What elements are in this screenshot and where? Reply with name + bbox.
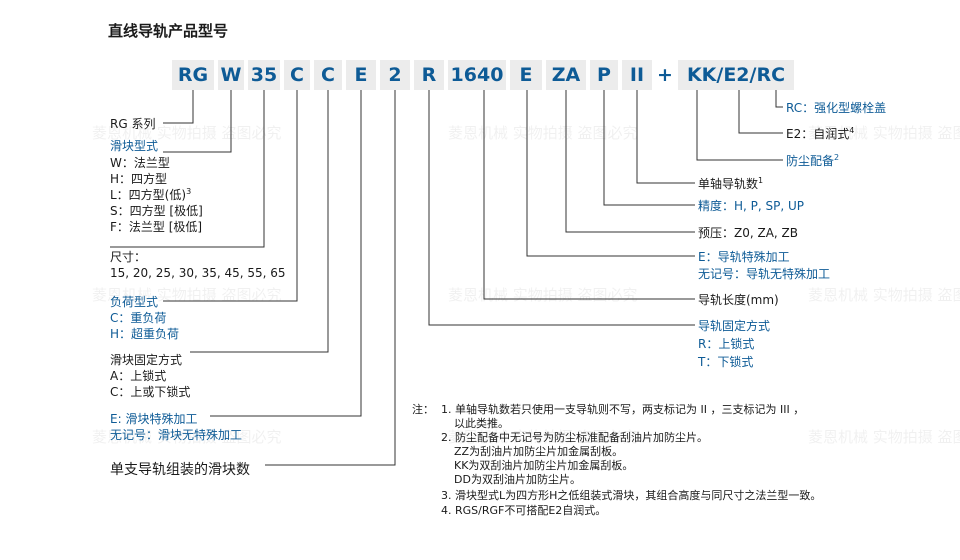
rail-special-label: E：导轨特殊加工 [698, 250, 790, 264]
dust-label: 防尘配备2 [786, 153, 840, 169]
rail-special-none-label: 无记号：导轨无特殊加工 [698, 267, 831, 281]
footnote-ref: 4 [849, 126, 855, 135]
line-dust [696, 90, 783, 161]
line-rail-mount [428, 90, 695, 326]
series-label: RG 系列 [110, 117, 156, 131]
rc-label: RC：强化型螺栓盖 [786, 101, 887, 115]
code-part-rail-mount: R [414, 60, 444, 90]
line-block-count [265, 90, 396, 466]
code-part-block-special: E [346, 60, 376, 90]
watermark: 菱恩机械 实物拍摄 盗图必究 [448, 428, 638, 446]
note-line: 2. 防尘配备中无记号为防尘标准配备刮油片加防尘片。 [441, 431, 708, 444]
notes-label: 注： [412, 403, 434, 416]
note-line: DD为双刮油片加防尘片。 [454, 473, 581, 486]
block-type-item: H：四方型 [110, 172, 168, 186]
line-series [163, 90, 194, 124]
size-values: 15, 20, 25, 30, 35, 45, 55, 65 [110, 266, 286, 280]
line-block-special [210, 90, 362, 417]
block-type-item: F：法兰型 [极低] [110, 220, 203, 234]
line-block-type [163, 90, 232, 153]
load-item: C：重负荷 [110, 311, 167, 325]
rail-mount-item: T：下锁式 [698, 355, 754, 369]
watermark: 菱恩机械 实物拍摄 盗图必究 [92, 124, 282, 142]
line-precision [603, 90, 695, 206]
line-preload [565, 90, 695, 233]
note-line: KK为双刮油片加防尘片加金属刮板。 [454, 459, 634, 472]
footnote-ref: 2 [834, 153, 840, 162]
watermark: 菱恩机械 实物拍摄 盗图必究 [808, 286, 960, 304]
line-rail-count [636, 90, 695, 184]
rail-mount-item: R：上锁式 [698, 337, 755, 351]
code-part-series: RG [172, 60, 214, 90]
code-part-length: 1640 [448, 60, 506, 90]
note-line: 4. RGS/RGF不可搭配E2自润式。 [441, 504, 607, 517]
block-type-item: S：四方型 [极低] [110, 204, 203, 218]
size-heading: 尺寸： [110, 250, 147, 264]
code-part-mount: C [314, 60, 342, 90]
line-length [483, 90, 695, 300]
code-part-preload: ZA [546, 60, 586, 90]
block-special-none-label: 无记号：滑块无特殊加工 [110, 428, 243, 442]
line-size [110, 90, 265, 248]
watermark: 菱恩机械 实物拍摄 盗图必究 [808, 428, 960, 446]
block-count-label: 单支导轨组装的滑块数 [110, 462, 250, 478]
watermark: 菱恩机械 实物拍摄 盗图必究 [92, 286, 282, 304]
code-part-size: 35 [248, 60, 280, 90]
line-rail-special [526, 90, 695, 257]
watermark: 菱恩机械 实物拍摄 盗图必究 [808, 124, 960, 142]
load-heading: 负荷型式 [110, 295, 159, 309]
code-part-rail-count: II [622, 60, 652, 90]
note-line: ZZ为刮油片加防尘片加金属刮板。 [454, 445, 624, 458]
length-label: 导轨长度(mm) [698, 293, 779, 307]
e2-label: E2：自润式4 [786, 126, 855, 142]
rail-mount-heading: 导轨固定方式 [698, 319, 771, 333]
line-e2 [738, 90, 783, 134]
code-part-block-count: 2 [380, 60, 410, 90]
code-part-load: C [284, 60, 310, 90]
mount-heading: 滑块固定方式 [110, 353, 183, 367]
mount-item: C：上或下锁式 [110, 385, 191, 399]
line-rc [775, 90, 783, 108]
mount-item: A：上锁式 [110, 369, 167, 383]
code-part-precision: P [590, 60, 618, 90]
block-special-label: E: 滑块特殊加工 [110, 412, 198, 426]
load-item: H：超重负荷 [110, 327, 180, 341]
block-type-heading: 滑块型式 [110, 139, 159, 153]
watermark: 菱恩机械 实物拍摄 盗图必究 [92, 428, 282, 446]
preload-label: 预压：Z0, ZA, ZB [698, 226, 798, 240]
watermark: 菱恩机械 实物拍摄 盗图必究 [448, 124, 638, 142]
line-load [163, 90, 298, 302]
note-line: 以此类推。 [454, 417, 509, 430]
note-line: 1. 单轴导轨数若只使用一支导轨则不写，两支标记为 II ，三支标记为 III … [441, 403, 805, 416]
block-type-item: W：法兰型 [110, 156, 170, 170]
block-type-item: L：四方型(低)3 [110, 187, 192, 203]
rail-count-label: 单轴导轨数1 [698, 176, 764, 192]
line-mount [190, 90, 329, 353]
code-plus: + [657, 64, 673, 86]
note-line: 3. 滑块型式L为四方形H之低组装式滑块，其组合高度与同尺寸之法兰型一致。 [441, 489, 822, 502]
code-part-options: KK/E2/RC [678, 60, 794, 90]
code-part-block-type: W [218, 60, 244, 90]
precision-label: 精度：H, P, SP, UP [698, 199, 805, 213]
footnote-ref: 1 [758, 176, 764, 185]
footnote-ref: 3 [186, 187, 192, 196]
code-part-rail-special: E [510, 60, 542, 90]
page-title: 直线导轨产品型号 [108, 22, 229, 40]
